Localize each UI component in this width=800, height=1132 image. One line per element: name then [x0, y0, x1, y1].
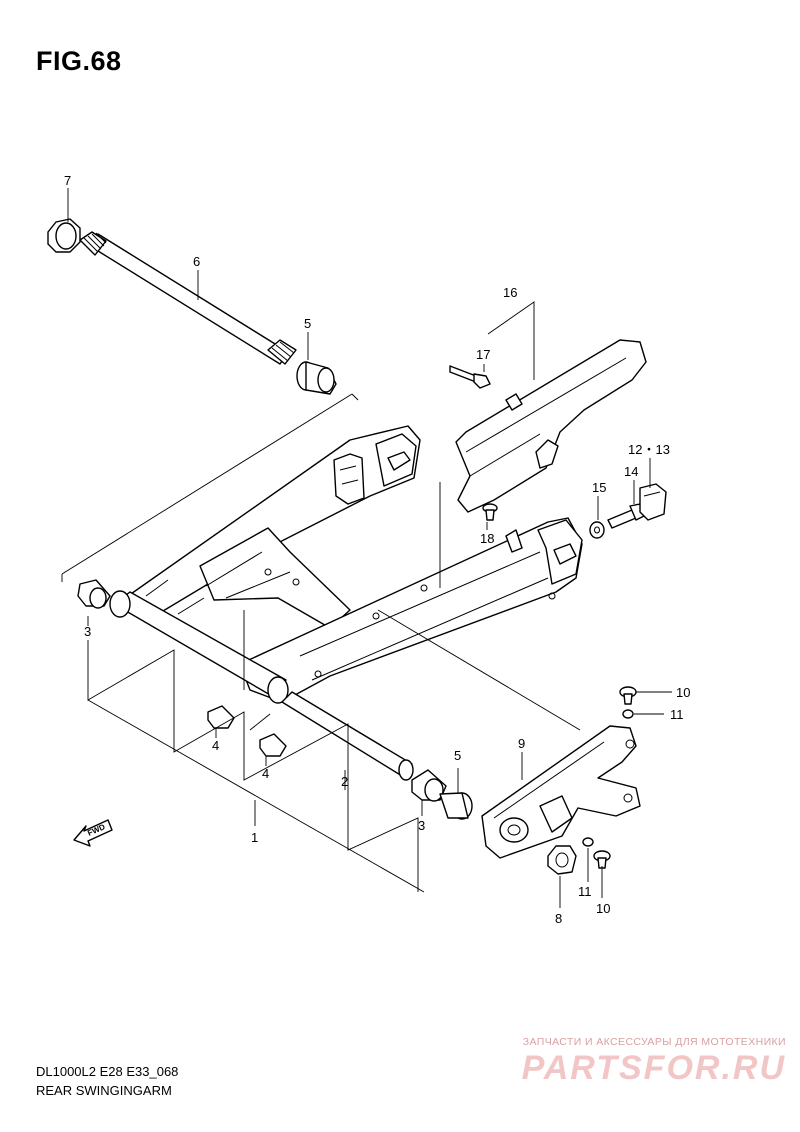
callout-9: 9 [518, 736, 525, 751]
callout-11-top: 11 [670, 707, 684, 722]
leader-lines [67, 188, 672, 908]
figure-footer: DL1000L2 E28 E33_068 REAR SWINGINGARM [36, 1062, 178, 1100]
figure-title: FIG.68 [36, 46, 122, 76]
callout-4-b: 4 [262, 766, 269, 781]
callout-12-13: 12・13 [628, 442, 670, 457]
callout-10-bottom: 10 [596, 901, 610, 916]
part-4-bearing-a[interactable] [207, 705, 235, 729]
callout-17: 17 [476, 347, 490, 362]
callout-7: 7 [64, 173, 71, 188]
callout-10-top: 10 [676, 685, 690, 700]
part-11-washer-top[interactable] [622, 709, 634, 719]
part-5-collar-top[interactable] [296, 361, 337, 395]
callout-16: 16 [503, 285, 517, 300]
part-2-pivot-pipe[interactable] [281, 691, 414, 781]
part-6-pivot-shaft[interactable] [79, 231, 297, 365]
part-4-bearing-b[interactable] [259, 733, 287, 757]
part-3-bearing-left[interactable] [77, 579, 111, 609]
part-14-bolt[interactable] [607, 503, 645, 529]
callout-labels: 7 6 5 16 17 18 15 14 12・13 3 4 4 2 1 5 3… [64, 173, 690, 926]
part-15-washer[interactable] [589, 521, 605, 539]
watermark-brand: PARTSFOR.RU [521, 1049, 786, 1087]
callout-2: 2 [341, 774, 348, 789]
part-7-nut[interactable] [47, 218, 81, 253]
callout-3-right: 3 [418, 818, 425, 833]
assembly-lines [61, 393, 581, 731]
callout-4-a: 4 [212, 738, 219, 753]
part-3-bearing-right[interactable] [411, 769, 447, 802]
part-8-nut[interactable] [547, 845, 577, 875]
callout-6: 6 [193, 254, 200, 269]
callout-5-bottom: 5 [454, 748, 461, 763]
watermark: ЗАПЧАСТИ И АКСЕССУАРЫ ДЛЯ МОТОТЕХНИКИ PA… [522, 1036, 786, 1088]
callout-1: 1 [251, 830, 258, 845]
part-1-swingarm[interactable] [109, 425, 583, 704]
part-9-chain-case[interactable] [481, 725, 641, 859]
part-18-screw[interactable] [482, 503, 498, 521]
watermark-tagline: ЗАПЧАСТИ И АКСЕССУАРЫ ДЛЯ МОТОТЕХНИКИ [522, 1036, 786, 1048]
callout-15: 15 [592, 480, 606, 495]
part-12-13-clip-nut[interactable] [639, 483, 667, 521]
figure-code: DL1000L2 E28 E33_068 [36, 1064, 179, 1079]
part-16-chain-cover[interactable] [455, 339, 647, 513]
callout-14: 14 [624, 464, 638, 479]
figure-name: REAR SWINGINGARM [36, 1083, 172, 1098]
callout-8: 8 [555, 911, 562, 926]
callout-5-top: 5 [304, 316, 311, 331]
callout-3-left: 3 [84, 624, 91, 639]
part-5-collar-bottom[interactable] [439, 792, 473, 820]
part-11-washer-bottom[interactable] [582, 837, 594, 847]
forward-direction-arrow: FWD [73, 819, 113, 847]
callout-18: 18 [480, 531, 494, 546]
callout-11-bottom: 11 [578, 884, 592, 899]
part-10-bolt-top[interactable] [619, 686, 637, 705]
part-10-bolt-bottom[interactable] [593, 850, 611, 869]
part-17-rivet[interactable] [449, 365, 491, 389]
